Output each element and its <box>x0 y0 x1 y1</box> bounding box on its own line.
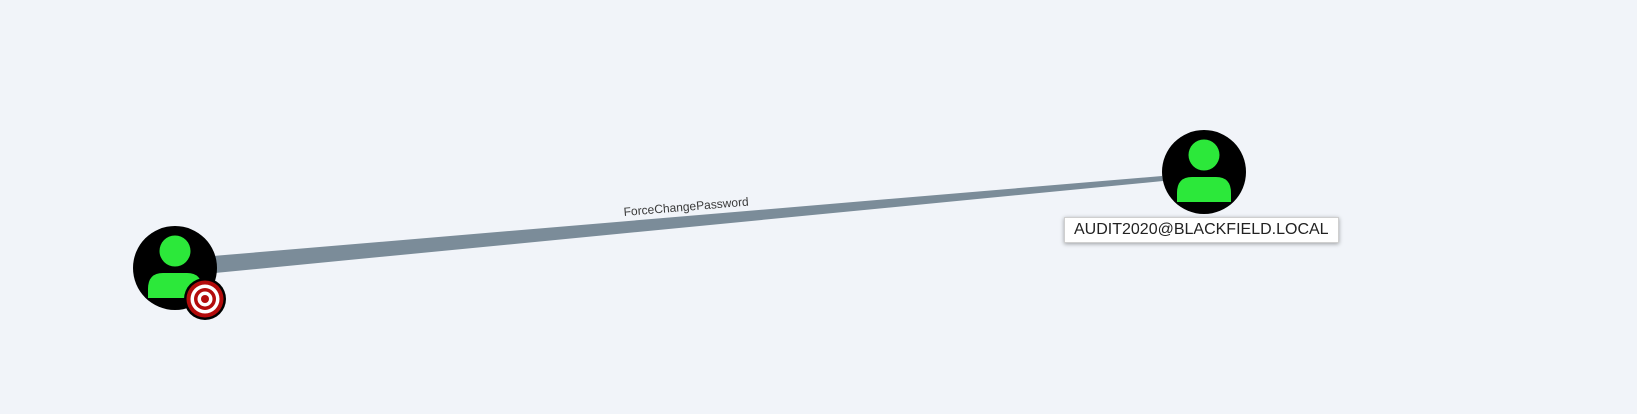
edge-line[interactable] <box>213 176 1163 273</box>
target-icon <box>184 278 226 320</box>
edge-forcechangepassword[interactable]: ForceChangePassword <box>213 176 1163 273</box>
node-label-audit2020[interactable]: AUDIT2020@BLACKFIELD.LOCAL <box>1064 217 1339 243</box>
node-target-user[interactable] <box>1162 130 1246 214</box>
node-source-user[interactable] <box>133 226 226 320</box>
user-icon <box>1177 139 1231 202</box>
